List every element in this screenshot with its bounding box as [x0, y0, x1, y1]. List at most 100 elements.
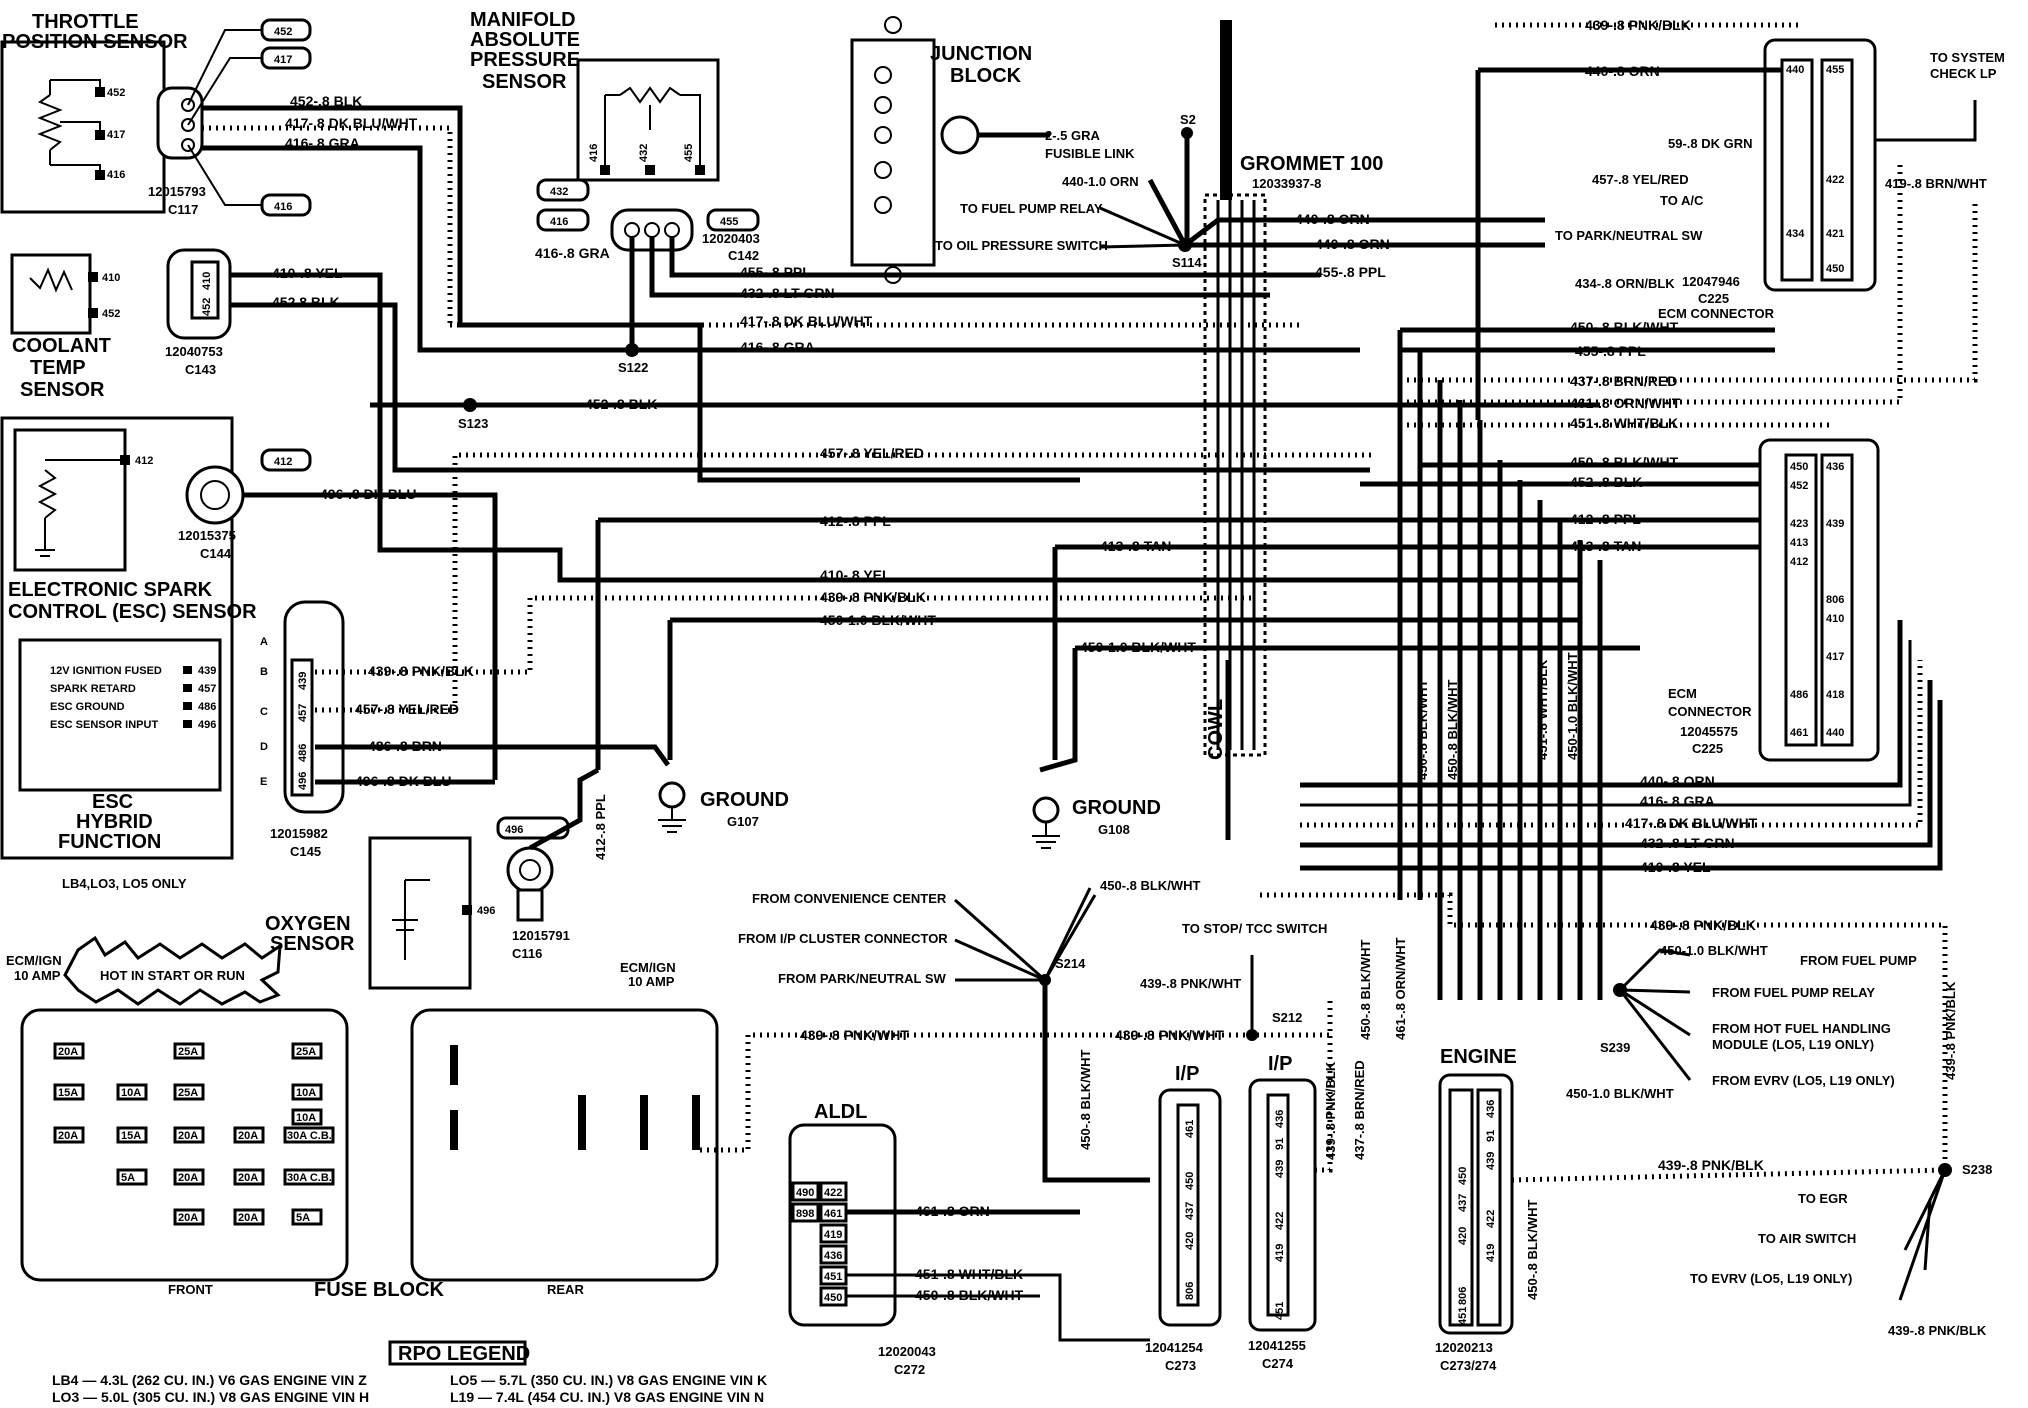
esc-conn-pin-1: 439	[297, 672, 309, 690]
esc-module-title-1: ESC	[92, 791, 133, 813]
esc-letter-a: A	[260, 636, 268, 648]
ground-g108: GROUND G108	[1032, 796, 1161, 849]
ecm-bot-left: 461	[1790, 727, 1808, 739]
ip-c273-conn: C273	[1165, 1358, 1196, 1373]
map-top-pin-3: 455	[683, 144, 695, 162]
fuse: 20A	[58, 1046, 78, 1058]
engine-pin: 91	[1485, 1130, 1497, 1142]
engine-pin: 437	[1457, 1194, 1469, 1212]
throttle-position-sensor: THROTTLE POSITION SENSOR 452 417 416 120…	[0, 11, 312, 217]
esc-module-part: 12015982	[270, 826, 328, 841]
ip-c274-pin: 422	[1274, 1212, 1286, 1230]
dest-air: TO AIR SWITCH	[1758, 1231, 1856, 1246]
ecm-bot-right: 417	[1826, 651, 1844, 663]
fuse-rear-ecm: ECM/IGN	[620, 960, 676, 975]
wire-label: 450-.8 BLK/WHT	[1570, 319, 1679, 335]
rpo-title: RPO LEGEND	[398, 1343, 530, 1365]
ecm-bot-left: 423	[1790, 518, 1808, 530]
aldl-pin: 419	[824, 1229, 842, 1241]
fuse: 20A	[178, 1172, 198, 1184]
ecm-bot-right: 806	[1826, 594, 1844, 606]
fusible-link: FUSIBLE LINK	[1045, 146, 1135, 161]
aldl-pin: 461	[824, 1208, 842, 1220]
esc-input-pin-3: 486	[198, 701, 216, 713]
wire-label: 439-.8 PNK/BLK	[1323, 1061, 1338, 1160]
wire-label: 450-1.0 BLK/WHT	[1080, 639, 1196, 655]
rpo-entry: LO3 — 5.0L (305 CU. IN.) V8 GAS ENGINE V…	[52, 1389, 369, 1405]
wire-label: 410-.8 YEL	[272, 265, 343, 281]
ecm-top-conn: C225	[1698, 291, 1729, 306]
ecm-top-left: 434	[1786, 228, 1805, 240]
ip-c274-part: 12041255	[1248, 1338, 1306, 1353]
wire-label: 486-.8 BRN	[368, 738, 442, 754]
engine-pin: 422	[1485, 1210, 1497, 1228]
fuse: 20A	[178, 1130, 198, 1142]
fuse: 25A	[296, 1046, 316, 1058]
cts-title-1: COOLANT	[12, 335, 111, 357]
splice-s238: S238	[1962, 1162, 1992, 1177]
cts-conn-pin-2: 452	[201, 298, 213, 316]
engine-pin: 451	[1457, 1307, 1469, 1325]
hot-in-start: HOT IN START OR RUN	[100, 968, 245, 983]
esc-input-3: ESC GROUND	[50, 701, 125, 713]
junction-block: JUNCTION BLOCK 2-.5 GRA FUSIBLE LINK S2	[850, 16, 1196, 284]
wire-label: 439-.8 PNK/BLK	[1943, 981, 1958, 1080]
fuse: 15A	[121, 1130, 141, 1142]
fuse-block-label: FUSE BLOCK	[314, 1279, 445, 1301]
tps-part: 12015793	[148, 184, 206, 199]
wire-label: 452.8 BLK	[272, 294, 340, 310]
wire-label: 437-.8 BRN/RED	[1352, 1060, 1367, 1160]
engine-pin: 420	[1457, 1227, 1469, 1245]
wire-label: 450-.8 BLK/WHT	[1078, 1050, 1093, 1150]
ecm-top-label: ECM CONNECTOR	[1658, 306, 1775, 321]
map-sensor: MANIFOLD ABSOLUTE PRESSURE SENSOR 416 43…	[470, 9, 760, 263]
wire-label: 439-.8 PNK/BLK	[368, 663, 474, 679]
fuse: 10A	[296, 1087, 316, 1099]
aldl-part: 12020043	[878, 1344, 936, 1359]
splice-s122: S122	[618, 360, 648, 375]
dest-system-check-1: TO SYSTEM	[1930, 50, 2005, 65]
aldl-conn: C272	[894, 1362, 925, 1377]
wire-label: 432-.8 LT GRN	[740, 285, 835, 301]
engine-title: ENGINE	[1440, 1046, 1517, 1068]
fuse-rear: REAR	[547, 1282, 584, 1297]
wire-label: 440-.8 ORN	[1585, 63, 1660, 79]
dest-from-fuel-pump: FROM FUEL PUMP	[1800, 953, 1917, 968]
wire-label: 416-.8 GRA	[285, 135, 360, 151]
cts-title-2: TEMP	[30, 357, 86, 379]
ecm-bot-right: 436	[1826, 461, 1844, 473]
esc-letter-b: B	[260, 666, 268, 678]
dest-park-neutral: TO PARK/NEUTRAL SW	[1555, 228, 1703, 243]
esc-input-2: SPARK RETARD	[50, 683, 136, 695]
ecm-bot-left: 450	[1790, 461, 1808, 473]
tps-pin-2: 417	[107, 129, 125, 141]
esc-input-4: ESC SENSOR INPUT	[50, 719, 158, 731]
esc-input-pin-4: 496	[198, 719, 216, 731]
o2-title-2: SENSOR	[270, 933, 355, 955]
esc-conn-pin-4: 496	[297, 772, 309, 790]
dest-evrv: TO EVRV (LO5, L19 ONLY)	[1690, 1271, 1852, 1286]
junction-title-1: JUNCTION	[930, 43, 1032, 65]
wire-label: 439-.8 PNK/BLK	[820, 589, 926, 605]
o2-pin: 496	[477, 905, 495, 917]
wire-label: 412-.8 PPL	[593, 794, 608, 860]
ecm-top-right: 455	[1826, 64, 1844, 76]
esc-sensor-part: 12015375	[178, 528, 236, 543]
splice-s123: S123	[458, 416, 488, 431]
o2-callout: 496	[505, 824, 523, 836]
ecm-bot-left: 413	[1790, 537, 1808, 549]
tps-title-1: THROTTLE	[32, 11, 139, 33]
wire-label: 450-1.0 BLK/WHT	[1566, 1086, 1674, 1101]
wire-label: 452-.8 BLK	[585, 396, 657, 412]
fuse: 5A	[121, 1172, 135, 1184]
wire-label: 450-.8 BLK/WHT	[1445, 680, 1460, 780]
ecm-bot-left: 486	[1790, 689, 1808, 701]
esc-title-1: ELECTRONIC SPARK	[8, 579, 213, 601]
wire-label: 439-.8 PNK/WHT	[1115, 1027, 1224, 1043]
dest-from-convenience: FROM CONVENIENCE CENTER	[752, 891, 947, 906]
ecm-bot-part: 12045575	[1680, 724, 1738, 739]
engine-part: 12020213	[1435, 1340, 1493, 1355]
map-title-2: ABSOLUTE	[470, 29, 580, 51]
ecm-bot-label-1: ECM	[1668, 686, 1697, 701]
